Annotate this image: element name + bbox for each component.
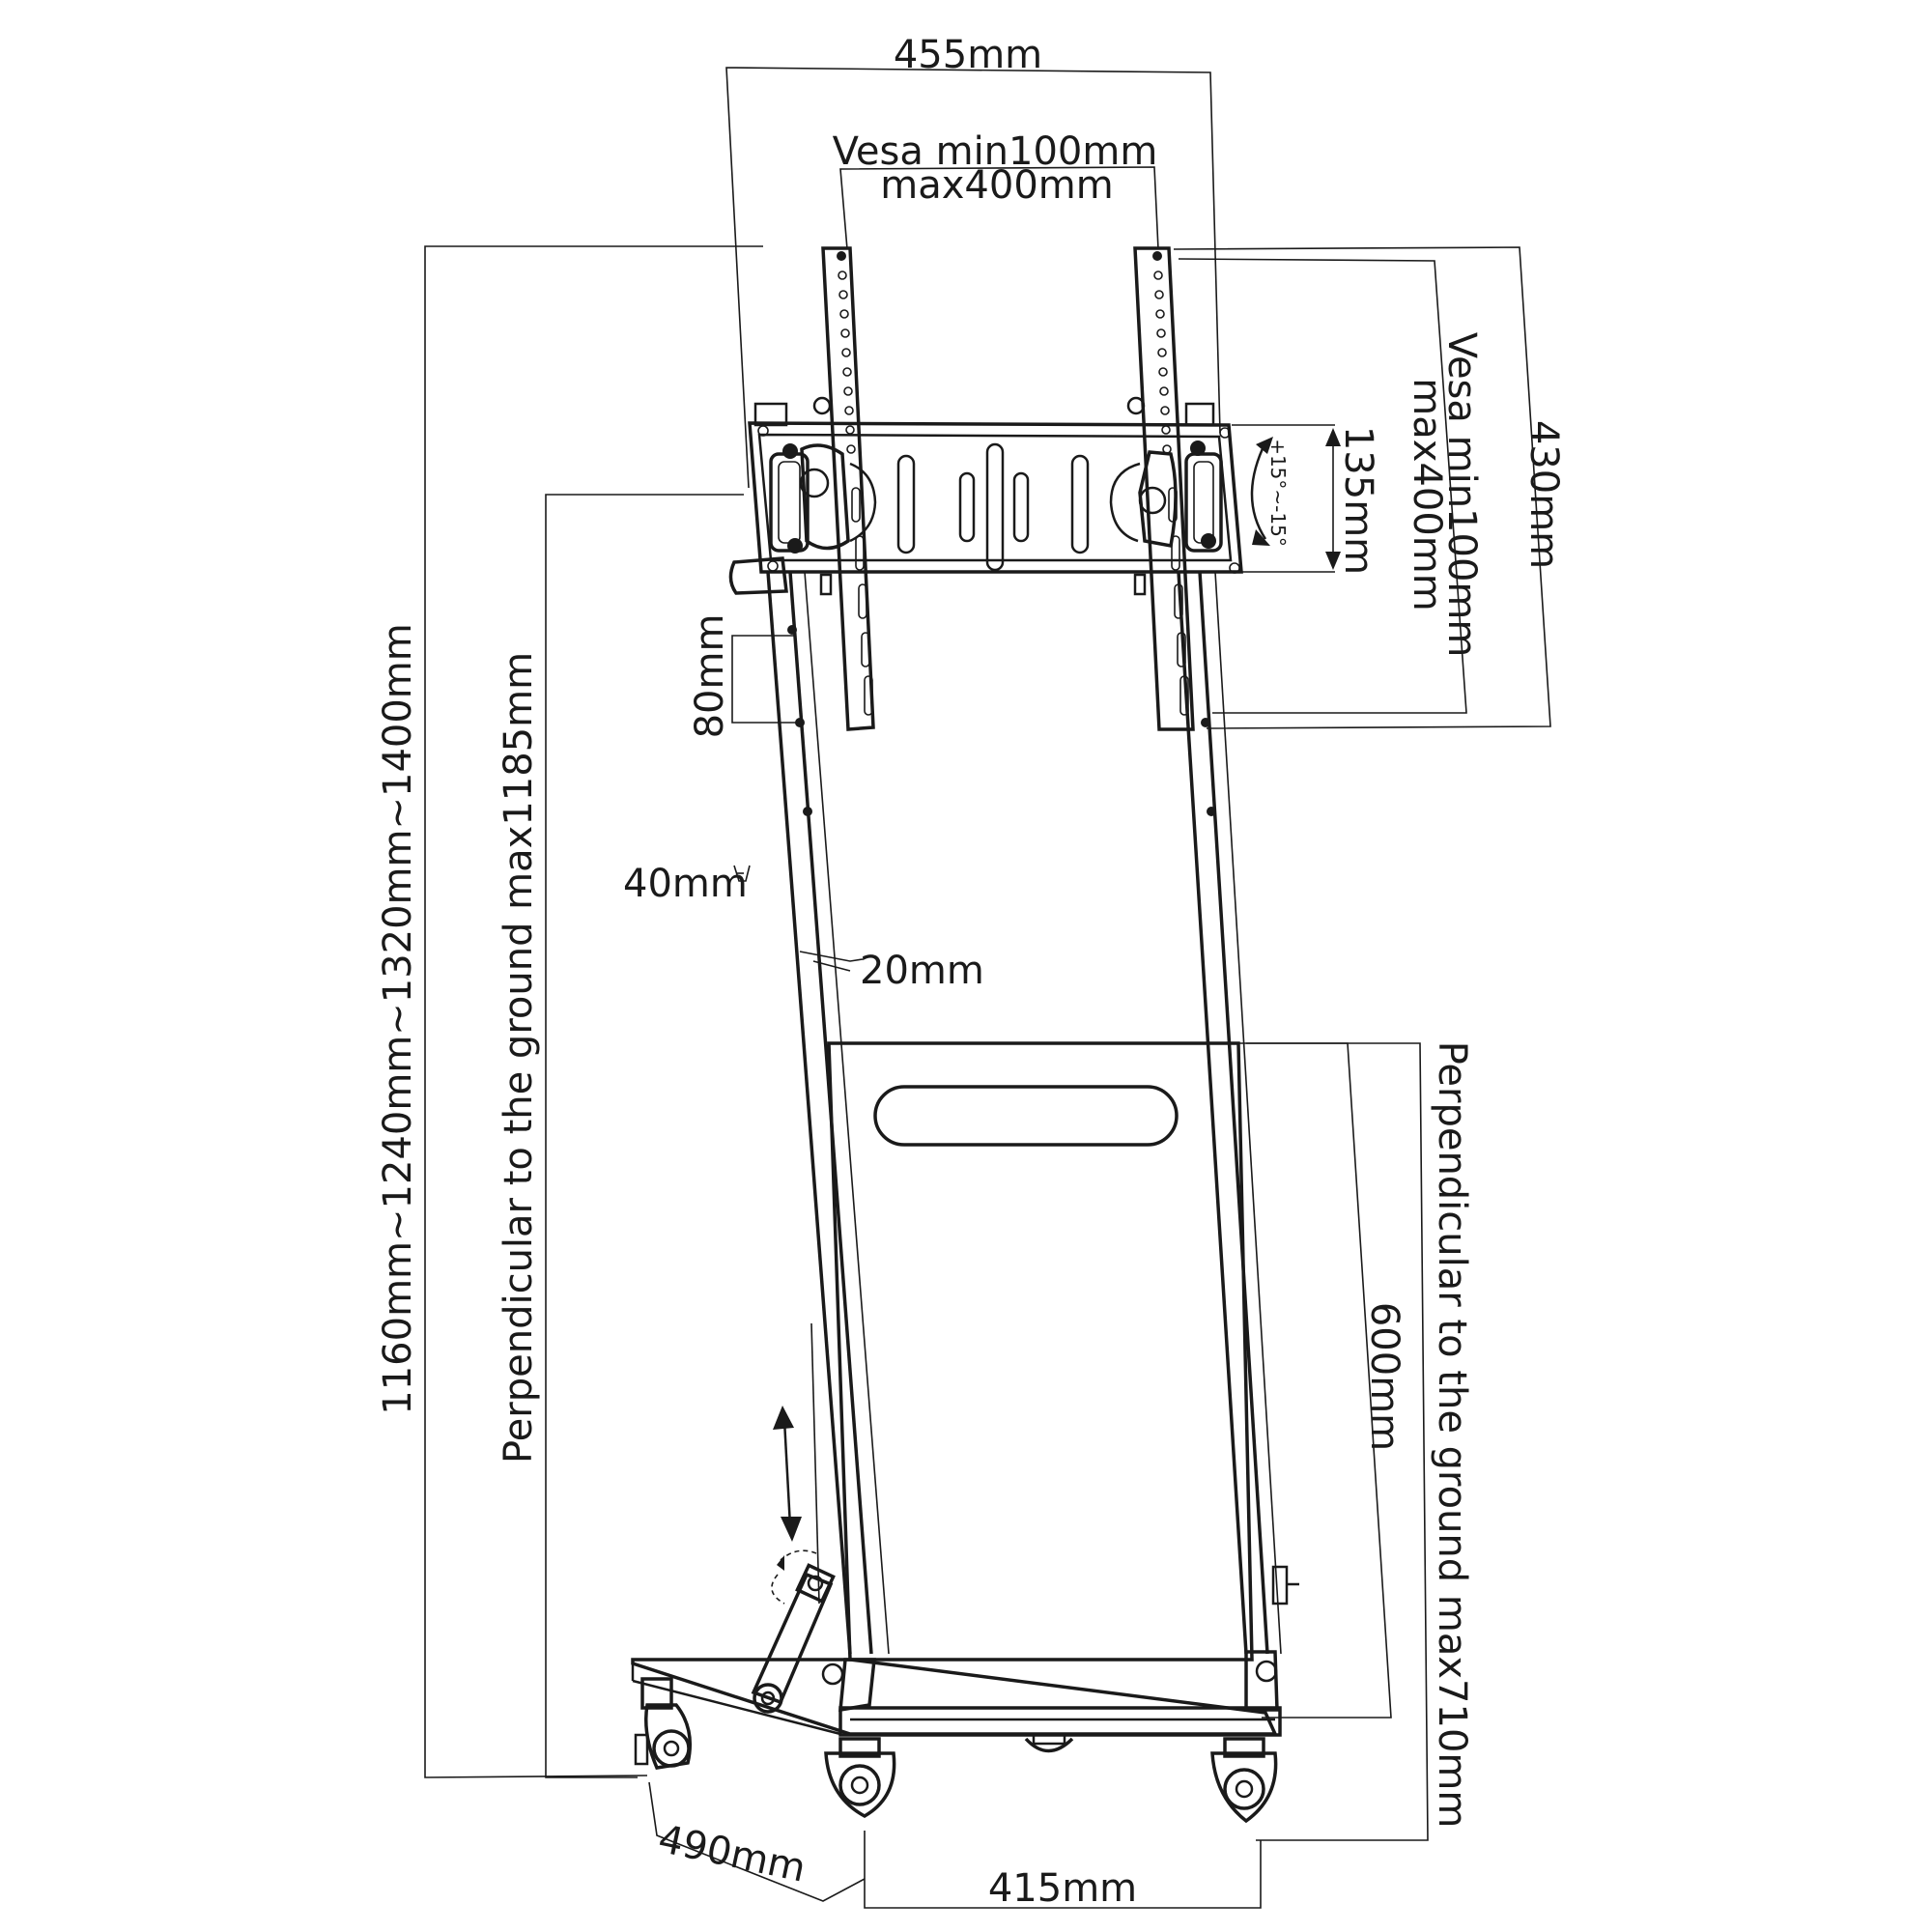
dim-vesa-v-line1: Vesa min100mm (1439, 332, 1484, 658)
dim-tilt-angle: +15°~-15° (1266, 439, 1290, 547)
dim-post-width: 40mm (623, 862, 748, 906)
dim-shelf-height: 600mm (1362, 1302, 1406, 1451)
rotation-knob-icon (771, 1549, 817, 1605)
dim-mount-width: 455mm (894, 33, 1042, 77)
vesa-arm-right (1133, 246, 1195, 731)
dim-ground-top: Perpendicular to the ground max1185mm (497, 652, 541, 1463)
dim-mount-height: 430mm (1521, 420, 1566, 569)
dim-total-height: 1160mm~1240mm~1320mm~1400mm (376, 623, 420, 1414)
dim-vesa-h-line2: max400mm (880, 163, 1113, 208)
caster-front-left (634, 1677, 692, 1770)
dimension-lines (424, 67, 1551, 1909)
tilt-arc-icon (1250, 437, 1273, 546)
caster-back-center (1024, 1732, 1074, 1753)
dim-base-depth: 490mm (654, 1817, 809, 1891)
dim-hole-spacing: 80mm (688, 614, 732, 739)
shelf-panel (827, 1041, 1254, 1662)
caster-front-right (1210, 1737, 1278, 1824)
base-frame (631, 1565, 1299, 1737)
vesa-arm-left (821, 246, 875, 731)
support-arm (751, 1563, 836, 1714)
dim-ground-bottom: Perpendicular to the ground max710mm (1430, 1041, 1474, 1829)
dim-post-depth: 20mm (860, 949, 984, 993)
dim-vesa-h-line1: Vesa min100mm (833, 129, 1158, 174)
mount-bracket (728, 396, 1243, 596)
dim-bracket-height: 135mm (1336, 426, 1380, 575)
height-adjust-arrow-icon (773, 1406, 802, 1542)
dim-base-width: 415mm (988, 1866, 1137, 1911)
dim-vesa-v-line2: max400mm (1405, 378, 1449, 611)
caster-front-center (824, 1737, 896, 1819)
